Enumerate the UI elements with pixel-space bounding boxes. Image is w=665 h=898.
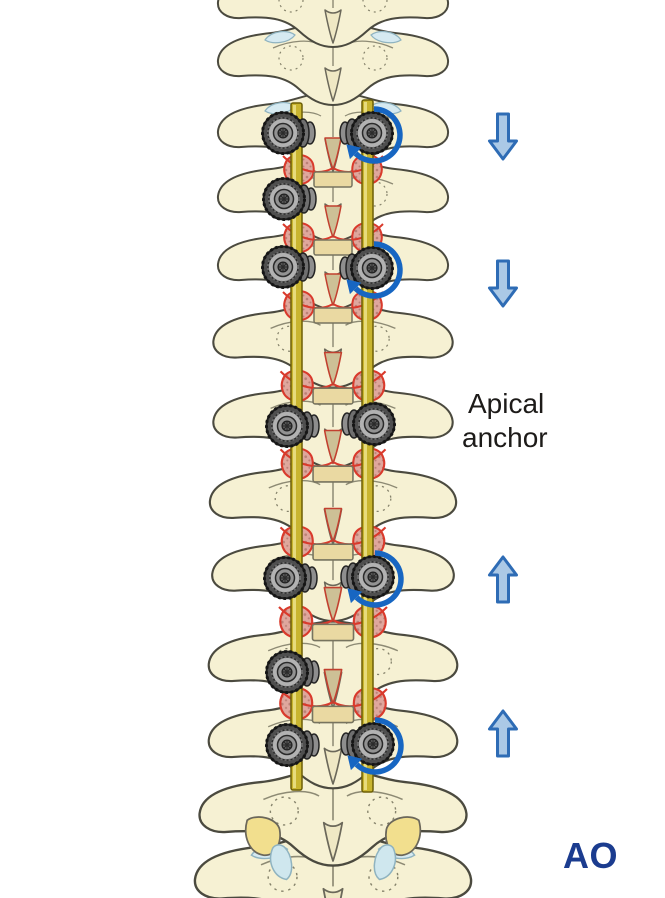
down-arrow-icon: [488, 259, 518, 308]
right-rod: [361, 99, 374, 793]
down-arrow-icon: [488, 112, 518, 161]
up-arrow-icon: [488, 555, 518, 604]
apical-anchor-label-line2: anchor: [462, 422, 548, 453]
apical-anchor-label-line1: Apical: [468, 388, 544, 419]
apical-anchor-label: Apical anchor: [462, 388, 548, 453]
up-arrow-icon: [488, 709, 518, 758]
ao-logo: AO: [563, 835, 618, 876]
